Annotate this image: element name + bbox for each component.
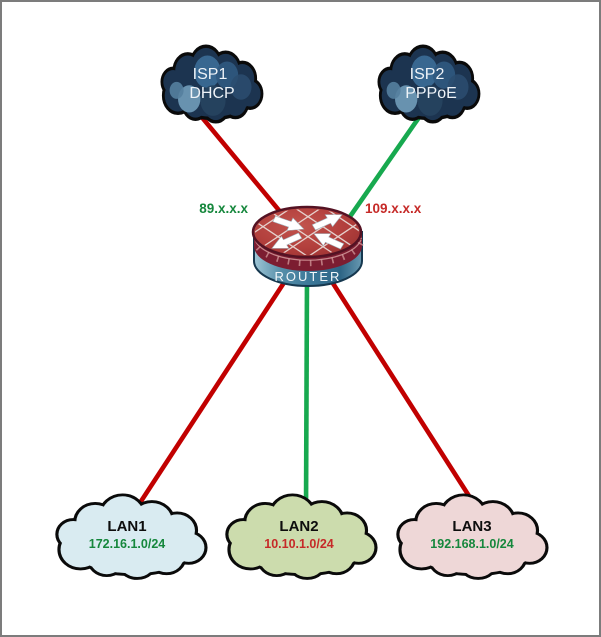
isp2-cloud-node: ISP2 PPPoE — [380, 48, 477, 120]
links-layer — [132, 113, 480, 514]
lan1-subnet: 172.16.1.0/24 — [89, 537, 166, 551]
lan3-label: LAN3 — [452, 518, 491, 535]
link-isp2-router — [347, 114, 422, 220]
router-right-wan-ip: 109.x.x.x — [365, 201, 422, 216]
isp1-sublabel: DHCP — [189, 85, 234, 102]
router-node: ROUTER — [251, 205, 364, 287]
router-label: ROUTER — [275, 269, 342, 284]
lan3-subnet: 192.168.1.0/24 — [430, 537, 513, 551]
lan2-subnet: 10.10.1.0/24 — [264, 537, 334, 551]
isp2-sublabel: PPPoE — [405, 85, 457, 102]
router-icon — [251, 205, 364, 287]
router-left-wan-ip: 89.x.x.x — [199, 201, 248, 216]
lan1-cloud-node: LAN1 172.16.1.0/24 — [58, 496, 204, 577]
link-router-lan3 — [325, 272, 480, 512]
link-router-lan1 — [132, 273, 291, 514]
lan1-label: LAN1 — [107, 518, 146, 535]
link-router-lan2 — [303, 275, 310, 513]
link-isp1-router — [198, 113, 289, 222]
isp2-label: ISP2 — [410, 66, 445, 83]
isp1-label: ISP1 — [193, 66, 228, 83]
lan2-cloud-node: LAN2 10.10.1.0/24 — [228, 496, 374, 577]
isp1-cloud-icon — [163, 48, 260, 120]
isp2-cloud-icon — [380, 48, 477, 120]
lan3-cloud-node: LAN3 192.168.1.0/24 — [399, 496, 545, 577]
isp1-cloud-node: ISP1 DHCP — [163, 48, 260, 120]
lan2-label: LAN2 — [279, 518, 318, 535]
